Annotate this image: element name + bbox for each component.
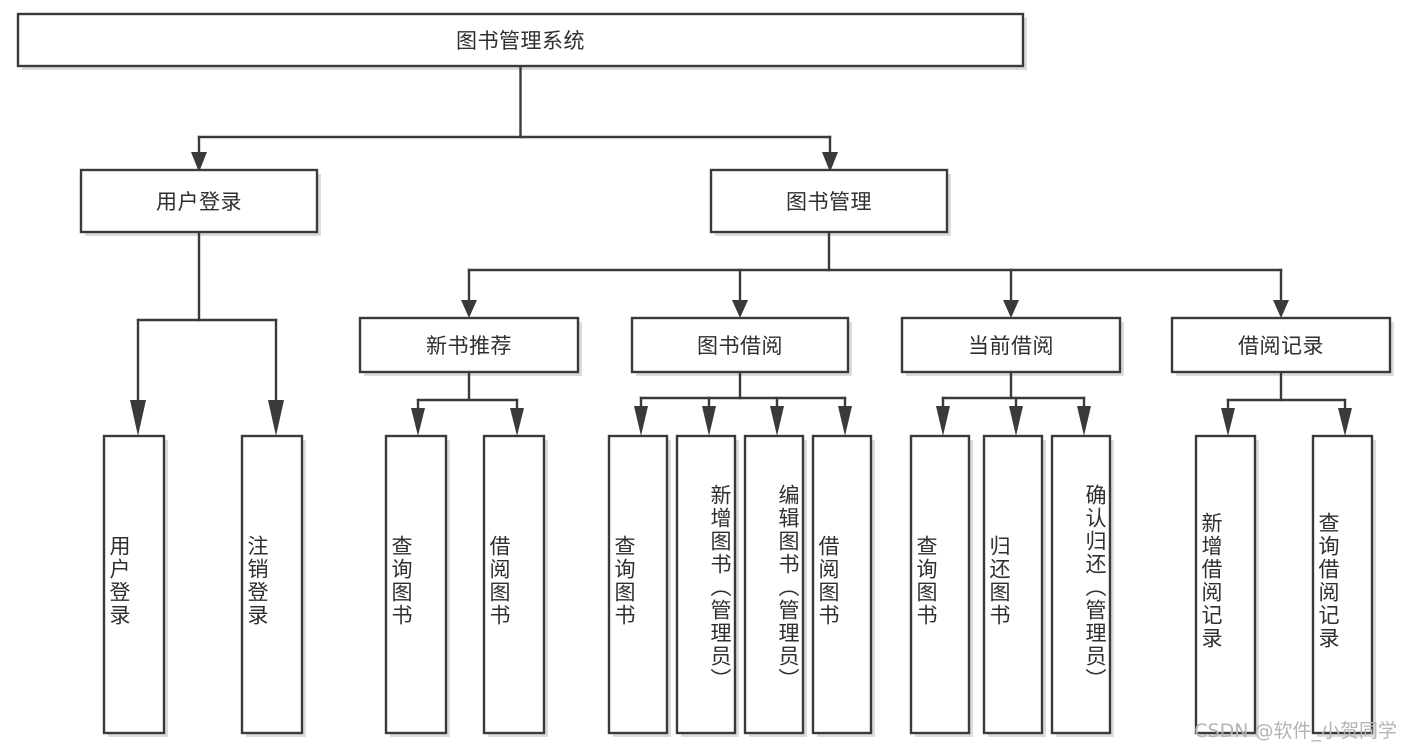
node-boxes xyxy=(16,12,1392,735)
watermark-text: CSDN @软件_小贺同学 xyxy=(1194,720,1397,742)
arrow-heads xyxy=(130,152,1352,436)
